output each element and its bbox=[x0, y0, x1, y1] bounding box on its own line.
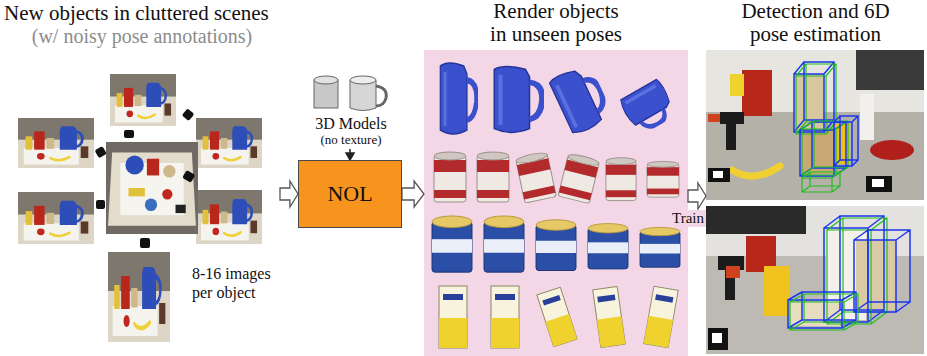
scene-photo bbox=[196, 190, 262, 244]
camera-icon bbox=[182, 108, 195, 121]
rendered-pitcher bbox=[494, 67, 542, 133]
panel-heading: Detection and 6D pose estimation bbox=[731, 0, 901, 46]
panel-heading: New objects in cluttered scenes bbox=[4, 1, 280, 25]
pitcher-model-handle bbox=[376, 86, 386, 106]
rendered-box bbox=[537, 287, 577, 346]
detection-photo bbox=[706, 206, 924, 354]
scene-photo bbox=[196, 118, 262, 168]
scene-photo bbox=[18, 118, 94, 168]
pitcher-model-top bbox=[350, 76, 376, 84]
rendered-can bbox=[515, 151, 556, 203]
rendered-can bbox=[606, 158, 636, 201]
rendered-box bbox=[644, 286, 678, 348]
camera-icon bbox=[140, 238, 150, 248]
can-model-top bbox=[314, 76, 338, 84]
rendered-pitcher bbox=[548, 63, 613, 136]
rendered-can bbox=[477, 152, 509, 202]
rendered-can bbox=[432, 216, 472, 272]
panel-subheading: (w/ noisy pose annotations) bbox=[4, 25, 280, 48]
render-panel: Render objects in unseen poses bbox=[424, 0, 688, 354]
flow-arrow bbox=[402, 181, 424, 207]
rendered-can bbox=[588, 224, 628, 269]
model-note: (no texture) bbox=[320, 133, 381, 148]
input-panel: New objects in cluttered scenes(w/ noisy… bbox=[4, 0, 280, 352]
rendered-pitcher bbox=[440, 63, 476, 134]
scene-photo bbox=[18, 192, 94, 244]
rendered-pitcher bbox=[619, 78, 678, 135]
flow-arrow bbox=[280, 181, 298, 207]
result-panel: Detection and 6D pose estimation bbox=[706, 0, 925, 354]
rendered-can bbox=[640, 227, 680, 267]
render-gallery bbox=[424, 50, 688, 356]
render-background bbox=[424, 50, 688, 356]
camera-icon bbox=[96, 200, 105, 209]
table-photo bbox=[106, 142, 198, 234]
rendered-can bbox=[434, 152, 466, 202]
model-icons bbox=[314, 76, 386, 111]
input-arrow bbox=[346, 149, 354, 160]
rendered-box bbox=[593, 286, 626, 347]
flow-arrow bbox=[688, 183, 706, 209]
edge-label-holder: Train bbox=[670, 210, 706, 227]
method-name: NOL bbox=[327, 181, 372, 207]
scene-collage bbox=[18, 74, 262, 342]
camera-icon bbox=[124, 130, 134, 138]
pitcher-model bbox=[350, 77, 376, 111]
panel-heading: Render objects in unseen poses bbox=[488, 0, 625, 46]
camera-icon bbox=[182, 170, 195, 183]
scene-photo bbox=[108, 252, 170, 342]
rendered-can bbox=[484, 216, 524, 272]
model-block: 3D Models(no texture) bbox=[306, 70, 396, 148]
rendered-can bbox=[536, 220, 576, 271]
rendered-box bbox=[439, 286, 467, 348]
edge-label: Train bbox=[670, 210, 706, 227]
rendered-can bbox=[647, 161, 679, 197]
rendered-can bbox=[558, 153, 600, 204]
image-count-note: 8-16 images per object bbox=[192, 264, 280, 302]
camera-icon bbox=[95, 146, 107, 158]
scene-photo bbox=[110, 74, 176, 126]
detection-photo bbox=[706, 50, 924, 200]
model-title: 3D Models bbox=[315, 115, 387, 133]
method-box: NOL bbox=[298, 160, 402, 228]
rendered-box bbox=[491, 286, 519, 348]
